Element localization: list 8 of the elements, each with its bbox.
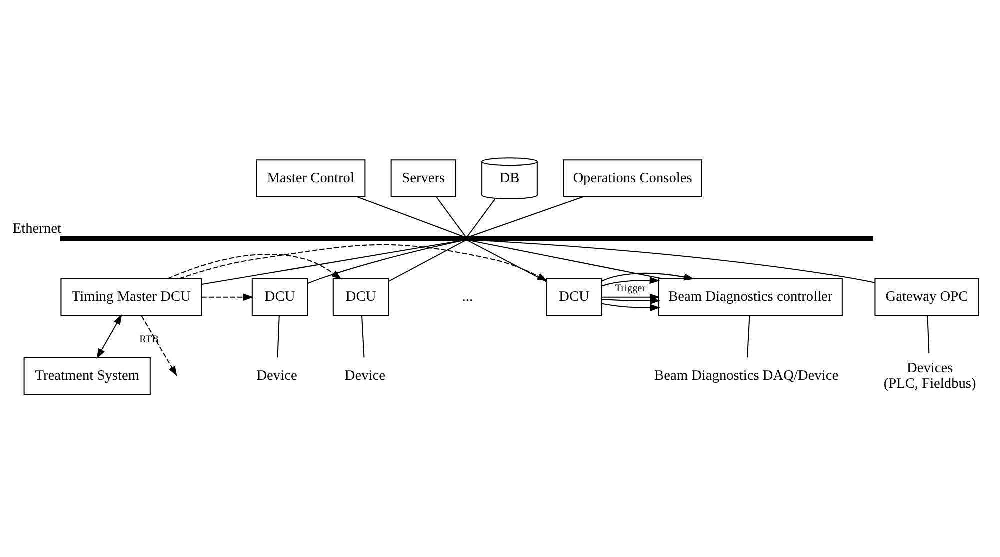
node-label: Ethernet <box>12 221 62 238</box>
edge-label: Trigger <box>615 283 646 294</box>
node-text: Device <box>256 368 298 384</box>
node-text: Device <box>344 368 386 384</box>
label: ... <box>462 289 474 306</box>
node-text: Devices (PLC, Fieldbus) <box>884 360 976 392</box>
node-text: Beam Diagnostics DAQ/Device <box>654 368 839 384</box>
edge-label: RTB <box>140 334 159 346</box>
